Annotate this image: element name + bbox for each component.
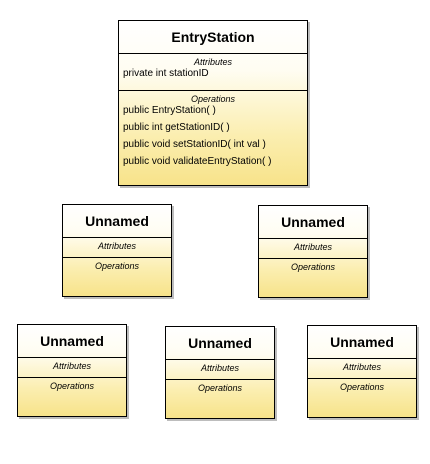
class-name: Unnamed xyxy=(40,333,104,349)
attribute-item: private int stationID xyxy=(123,68,209,79)
attributes-title: Attributes xyxy=(293,242,333,252)
class-unnamed-3[interactable]: Unnamed Attributes Operations xyxy=(17,324,127,417)
operations-title: Operations xyxy=(197,383,243,393)
attributes-section: Attributes xyxy=(63,237,171,257)
attributes-title: Attributes xyxy=(200,363,240,373)
class-name: Unnamed xyxy=(188,335,252,351)
operations-title: Operations xyxy=(290,262,336,272)
class-unnamed-1[interactable]: Unnamed Attributes Operations xyxy=(62,204,172,297)
class-unnamed-4[interactable]: Unnamed Attributes Operations xyxy=(165,326,275,419)
operation-item: public void setStationID( int val ) xyxy=(123,139,266,150)
operations-section: Operations xyxy=(18,377,126,391)
operations-title: Operations xyxy=(339,382,385,392)
attributes-section: Attributes xyxy=(308,358,416,378)
operations-section: Operations xyxy=(308,378,416,392)
class-unnamed-5[interactable]: Unnamed Attributes Operations xyxy=(307,325,417,418)
operations-section: Operations xyxy=(259,258,367,272)
operations-title: Operations xyxy=(190,94,236,104)
operations-section: Operations xyxy=(63,257,171,271)
operation-item: public EntryStation( ) xyxy=(123,105,216,116)
attributes-title: Attributes xyxy=(342,362,382,372)
operations-title: Operations xyxy=(49,381,95,391)
class-unnamed-2[interactable]: Unnamed Attributes Operations xyxy=(258,205,368,298)
attributes-title: Attributes xyxy=(97,241,137,251)
attributes-title: Attributes xyxy=(52,361,92,371)
operation-item: public void validateEntryStation( ) xyxy=(123,156,272,167)
operations-section: Operations xyxy=(166,379,274,393)
attributes-section: Attributes private int stationID xyxy=(119,53,307,90)
attributes-section: Attributes xyxy=(259,238,367,258)
class-name: Unnamed xyxy=(281,214,345,230)
class-name: Unnamed xyxy=(330,334,394,350)
attributes-title: Attributes xyxy=(193,57,233,67)
attributes-section: Attributes xyxy=(166,359,274,379)
operations-title: Operations xyxy=(94,261,140,271)
attributes-section: Attributes xyxy=(18,357,126,377)
operations-section: Operations public EntryStation( ) public… xyxy=(119,90,307,173)
operation-item: public int getStationID( ) xyxy=(123,122,230,133)
class-name: EntryStation xyxy=(171,29,255,45)
class-name: Unnamed xyxy=(85,213,149,229)
class-entry-station[interactable]: EntryStation Attributes private int stat… xyxy=(118,20,308,186)
